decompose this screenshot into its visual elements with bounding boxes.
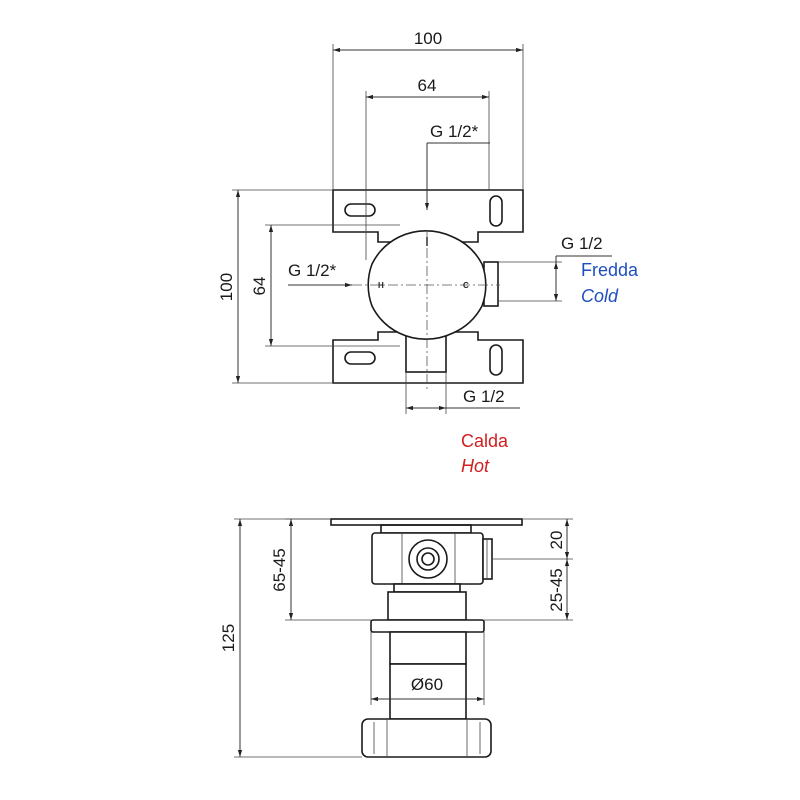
dim-right-top: 20 xyxy=(547,531,566,550)
side-plate-boss xyxy=(380,524,472,534)
handle-knob xyxy=(361,718,492,758)
dim-height-outer: 100 xyxy=(217,273,236,301)
stem xyxy=(387,591,467,621)
top-view: H C 100 64 G 1/2* 100 64 G 1/2* xyxy=(217,29,639,476)
side-view: 125 65-45 20 25-45 Ø60 xyxy=(219,518,573,758)
upper-mounting-plate xyxy=(332,189,524,243)
lower-right-slot xyxy=(489,344,503,376)
upper-left-slot xyxy=(344,203,376,217)
stem-neck xyxy=(393,583,461,593)
lower-left-slot xyxy=(344,351,376,365)
dim-right-range: 25-45 xyxy=(547,568,566,611)
port-bottom-label: G 1/2 xyxy=(463,387,505,406)
port-left-label: G 1/2* xyxy=(288,261,337,280)
dim-total: 125 xyxy=(219,624,238,652)
diameter-label-bg xyxy=(398,672,456,694)
side-right-port xyxy=(482,538,493,580)
rosette xyxy=(370,619,485,633)
port-right-label: G 1/2 xyxy=(561,234,603,253)
dim-width-outer: 100 xyxy=(414,29,442,48)
cold-label-en: Cold xyxy=(581,286,619,306)
dim-diameter: Ø60 xyxy=(411,675,443,694)
side-front-port-core xyxy=(421,552,435,566)
side-front-port-inner xyxy=(416,547,440,571)
hot-label-en: Hot xyxy=(461,456,490,476)
side-mounting-plate xyxy=(330,518,523,526)
marker-h: H xyxy=(378,281,384,290)
port-top-label: G 1/2* xyxy=(430,122,479,141)
hot-label-it: Calda xyxy=(461,431,509,451)
dim-height-inner: 64 xyxy=(250,277,269,296)
dim-left-range: 65-45 xyxy=(270,548,289,591)
lower-mounting-plate xyxy=(332,331,524,384)
marker-c: C xyxy=(463,281,469,290)
cold-label-it: Fredda xyxy=(581,260,639,280)
collar xyxy=(389,631,467,665)
dim-width-inner: 64 xyxy=(418,76,437,95)
upper-right-slot xyxy=(489,195,503,227)
